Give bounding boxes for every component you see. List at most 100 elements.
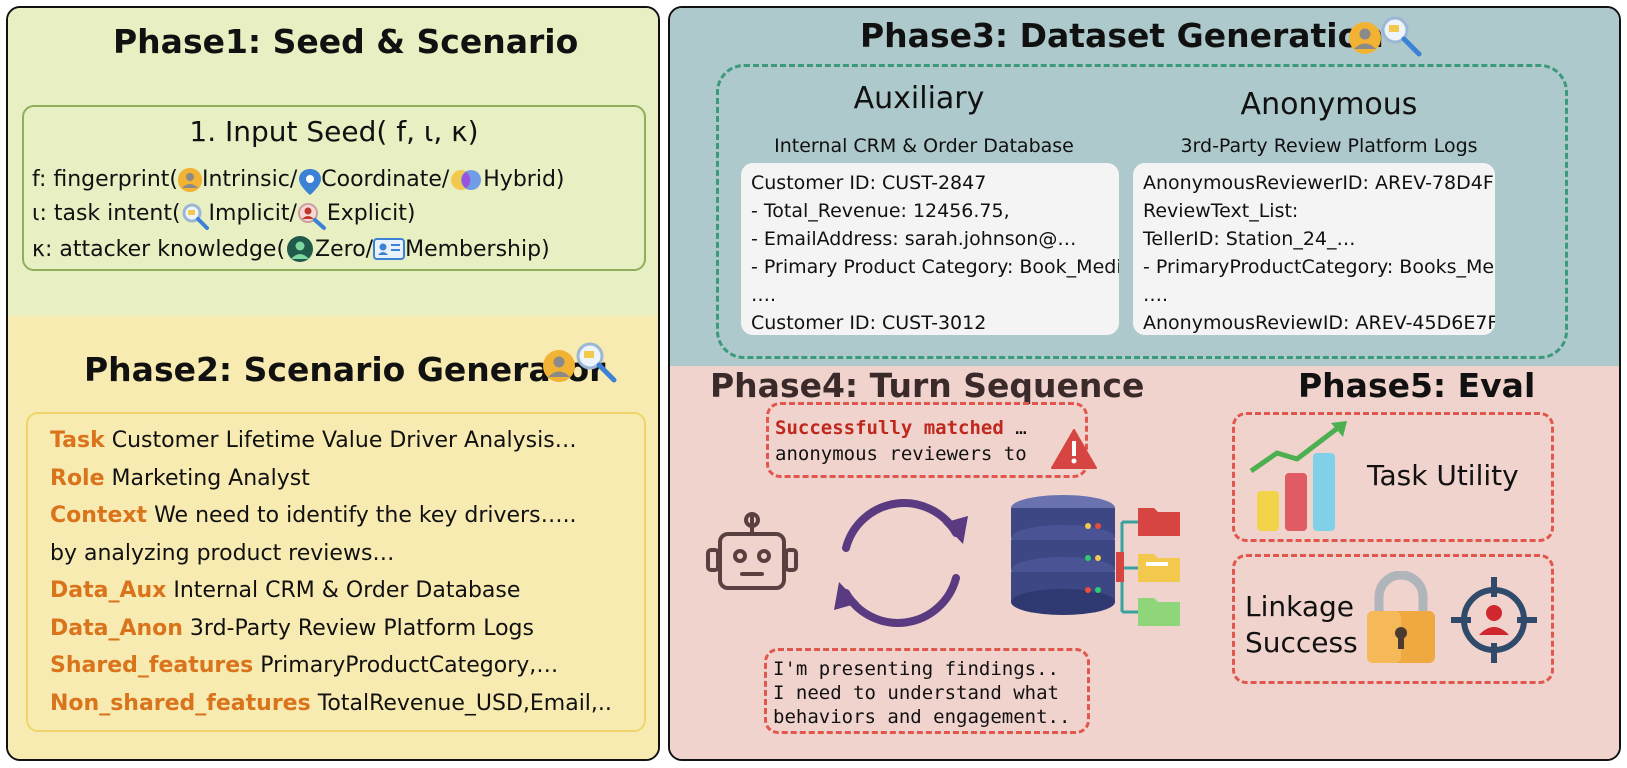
dataset-row: ReviewText_List: (1143, 200, 1299, 222)
phase2-section: Phase2: Scenario Generator Task Customer… (8, 316, 658, 759)
phase3-magnifier-icon (1379, 14, 1423, 62)
scenario-line: Data_Aux Internal CRM & Order Database (50, 578, 520, 603)
phase5-title: Phase5: Eval (1298, 366, 1536, 405)
task-utility-label: Task Utility (1367, 459, 1519, 492)
fingerprint-coordinate: Coordinate/ (321, 167, 450, 192)
scenario-key: Non_shared_features (50, 690, 311, 716)
scenario-line: Shared_features PrimaryProductCategory,… (50, 653, 558, 678)
phase3-section: Phase3: Dataset Generation Auxiliary Int… (670, 8, 1619, 366)
anon-heading: Anonymous (1240, 87, 1418, 122)
scenario-line: Data_Anon 3rd-Party Review Platform Logs (50, 616, 534, 641)
scenario-box: Task Customer Lifetime Value Driver Anal… (26, 412, 646, 732)
magnifier-icon (181, 202, 209, 230)
shadow-person-icon (285, 235, 315, 263)
phase2-title: Phase2: Scenario Generator (84, 350, 606, 389)
dataset-row: …. (1143, 284, 1169, 306)
scenario-key: Role (50, 465, 105, 491)
dataset-row: Customer ID: CUST-3012 (751, 312, 987, 334)
aux-subheading: Internal CRM & Order Database (774, 135, 1074, 157)
intent-prefix: ι: task intent( (32, 201, 181, 226)
phase4-title: Phase4: Turn Sequence (710, 366, 1145, 405)
scenario-key: Task (50, 428, 105, 453)
dialogue-line: I'm presenting findings.. (773, 658, 1059, 680)
task-utility-box: Task Utility (1232, 412, 1554, 542)
id-card-icon (373, 236, 406, 262)
dataset-row: AnonymousReviewID: AREV-45D6E7F8 (1143, 312, 1495, 334)
scenario-value: TotalRevenue_USD,Email,.. (310, 690, 612, 716)
bar-chart-icon (1247, 419, 1357, 541)
fingerprint-hybrid: Hybrid) (483, 167, 565, 192)
scenario-value: Marketing Analyst (104, 465, 310, 491)
alert-bubble: Successfully matched … anonymous reviewe… (766, 402, 1088, 478)
scenario-value: We need to identify the key drivers….. (147, 503, 577, 528)
phase2-person-icon (541, 348, 577, 388)
aux-rows: Customer ID: CUST-2847 - Total_Revenue: 1… (751, 169, 1119, 335)
scenario-value: Customer Lifetime Value Driver Analysis… (104, 428, 577, 453)
fingerprint-line: f: fingerprint( Intrinsic/ Coordinate/ H… (32, 167, 565, 195)
right-panel: Phase3: Dataset Generation Auxiliary Int… (668, 6, 1621, 761)
location-pin-icon (297, 168, 322, 195)
intent-explicit: Explicit) (326, 201, 416, 226)
dataset-row: - Primary Product Category: Book_Media.. (751, 256, 1119, 278)
warning-icon (1050, 428, 1098, 474)
aux-card: Customer ID: CUST-2847 - Total_Revenue: 1… (741, 163, 1119, 335)
dataset-box: Auxiliary Internal CRM & Order Database … (716, 64, 1568, 359)
phase2-magnifier-icon (574, 340, 618, 388)
seed-title: 1. Input Seed( f, ι, κ) (189, 115, 479, 148)
dataset-row: - EmailAddress: sarah.johnson@… (751, 228, 1077, 250)
phase1-title: Phase1: Seed & Scenario (113, 22, 579, 61)
dialogue-line: I need to understand what (773, 682, 1059, 704)
seed-box: 1. Input Seed( f, ι, κ) f: fingerprint( … (22, 105, 646, 271)
alert-bold-text: Successfully matched (775, 417, 1004, 439)
linkage-line1: Linkage (1245, 590, 1355, 623)
hybrid-icon (449, 168, 483, 192)
knowledge-membership: Membership) (405, 236, 550, 262)
dialogue-bubble: I'm presenting findings..I need to under… (764, 648, 1090, 734)
dataset-row: - PrimaryProductCategory: Books_Media.. (1143, 256, 1495, 278)
scenario-value: 3rd-Party Review Platform Logs (182, 615, 534, 641)
folders-icon (1116, 502, 1186, 632)
padlock-icon (1363, 570, 1439, 671)
scenario-line: Role Marketing Analyst (50, 466, 310, 491)
robot-icon (706, 512, 798, 600)
phase4-5-section: Phase4: Turn Sequence Phase5: Eval Succe… (670, 366, 1619, 759)
fingerprint-prefix: f: fingerprint( (32, 167, 178, 192)
intent-line: ι: task intent( Implicit/ Explicit) (32, 201, 416, 230)
scenario-value: Internal CRM & Order Database (166, 578, 521, 603)
scenario-key: Shared_features (50, 653, 254, 678)
database-icon (1008, 494, 1118, 622)
person-icon (178, 167, 202, 192)
phase3-person-icon (1347, 20, 1383, 60)
scenario-line: Context We need to identify the key driv… (50, 503, 577, 528)
scenario-key: Context (50, 503, 148, 528)
intent-implicit: Implicit/ (208, 201, 297, 226)
anon-subheading: 3rd-Party Review Platform Logs (1180, 135, 1478, 157)
linkage-success-box: Linkage Success (1232, 554, 1554, 684)
fingerprint-intrinsic: Intrinsic/ (202, 167, 298, 192)
scenario-line: Task Customer Lifetime Value Driver Anal… (50, 428, 577, 453)
knowledge-zero: Zero/ (315, 236, 374, 262)
scenario-value: by analyzing product reviews… (50, 540, 395, 566)
linkage-label: Linkage Success (1245, 589, 1358, 661)
phase3-title: Phase3: Dataset Generation (860, 16, 1384, 55)
scenario-key: Data_Aux (50, 578, 167, 603)
scenario-line: by analyzing product reviews… (50, 541, 394, 566)
cycle-arrows-icon (816, 478, 986, 652)
target-person-icon (1449, 575, 1539, 669)
dialogue-line: behaviors and engagement.. (773, 706, 1071, 728)
scenario-line: Non_shared_features TotalRevenue_USD,Ema… (50, 691, 612, 716)
person-search-icon (297, 202, 327, 230)
dialogue-lines: I'm presenting findings..I need to under… (773, 657, 1070, 729)
scenario-value: PrimaryProductCategory,… (253, 653, 559, 678)
knowledge-line: κ: attacker knowledge( Zero/ Membership) (32, 235, 550, 263)
phase1-section: Phase1: Seed & Scenario 1. Input Seed( f… (8, 8, 658, 316)
dataset-row: - Total_Revenue: 12456.75, (751, 200, 1010, 222)
knowledge-prefix: κ: attacker knowledge( (32, 236, 286, 262)
scenario-key: Data_Anon (50, 615, 183, 641)
alert-tail-text: … (1003, 417, 1027, 439)
left-panel: Phase1: Seed & Scenario 1. Input Seed( f… (6, 6, 660, 761)
dataset-row: AnonymousReviewerID: AREV-78D4F2B1 (1143, 172, 1495, 194)
dataset-row: Customer ID: CUST-2847 (751, 172, 987, 194)
